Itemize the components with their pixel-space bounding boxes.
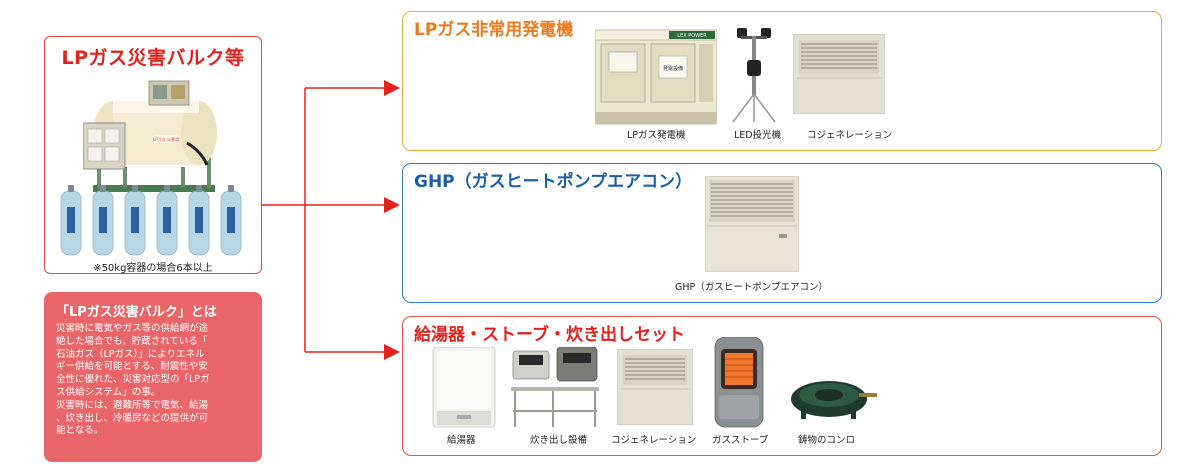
info-box: 「LPガス災害バルク」とは 災害時に電気やガス等の供給網が途 絶した場合でも、貯…: [44, 292, 262, 462]
info-title: 「LPガス災害バルク」とは: [56, 305, 217, 320]
cooking-equipment-image: [511, 347, 599, 427]
item-label-cogeneration-2: コジェネレーション: [611, 435, 697, 446]
water-heater-image: [432, 347, 496, 428]
info-line: 災害時には、避難所等で電気、給湯: [56, 399, 209, 411]
gas-cylinders-image: [60, 185, 242, 256]
lp-generator-image: 発電設備 LEX POWER: [595, 29, 717, 125]
arrow-to-panel-1: [384, 80, 400, 96]
disaster-bulk-box: LPガス災害バルク等 LPガス 災害用: [44, 36, 262, 274]
ghp-unit-image: [705, 176, 799, 272]
info-line: 絶した場合でも、貯蔵されている「: [56, 335, 208, 347]
panel-emergency-generator: LPガス非常用発電機 発電設備 LEX POWER LPガス発電機 LED投光機: [402, 11, 1162, 151]
panel-heating-cooking: 給湯器・ストーブ・炊き出しセット 給湯器 炊き出し設備: [402, 316, 1162, 456]
cylinder-caption: ※50kg容器の場合6本以上: [93, 263, 213, 274]
panel-3-title: 給湯器・ストーブ・炊き出しセット: [414, 325, 685, 345]
info-line: 石油ガス（LPガス）」によりエネル: [56, 348, 205, 360]
cogeneration-image-1: [793, 34, 885, 114]
info-line: ギー供給を可能とする、耐震性や安: [56, 361, 208, 373]
disaster-bulk-title: LPガス災害バルク等: [61, 47, 245, 69]
info-line: 、炊き出し、冷暖房などの提供が可: [56, 412, 209, 424]
led-floodlight-image: [732, 28, 776, 123]
bulk-tank-image: LPガス 災害用: [83, 80, 217, 192]
info-body: 災害時に電気やガス等の供給網が途 絶した場合でも、貯蔵されている「 石油ガス（L…: [56, 323, 250, 438]
generator-sign-text: 発電設備: [663, 65, 683, 72]
panel-1-title: LPガス非常用発電機: [414, 20, 574, 40]
item-label-ghp: GHP（ガスヒートポンプエアコン）: [675, 282, 828, 293]
cast-iron-stove-image: [791, 381, 877, 419]
info-line: ス供給システム」の事。: [56, 386, 161, 398]
arrow-to-panel-3: [384, 344, 400, 360]
info-line: 能となる。: [56, 425, 104, 437]
gas-stove-image: [714, 337, 764, 428]
item-label-cooking-equipment: 炊き出し設備: [530, 435, 588, 446]
item-label-water-heater: 給湯器: [447, 435, 476, 446]
item-label-gas-stove: ガスストーブ: [712, 435, 769, 446]
tank-plate-text: LPガス 災害用: [153, 136, 179, 142]
item-label-cogeneration-1: コジェネレーション: [807, 130, 893, 141]
generator-brand-text: LEX POWER: [677, 33, 707, 39]
cogeneration-image-2: [617, 349, 693, 425]
arrow-to-panel-2: [384, 197, 400, 213]
panel-2-title: GHP（ガスヒートポンプエアコン）: [414, 172, 693, 192]
item-label-led-floodlight: LED投光機: [734, 130, 782, 141]
info-line: 全性に優れた、災害対応型の「LPガ: [56, 374, 210, 386]
item-label-cast-iron-stove: 鋳物のコンロ: [798, 435, 856, 446]
panel-ghp: GHP（ガスヒートポンプエアコン） GHP（ガスヒートポンプエアコン）: [402, 163, 1162, 303]
info-line: 災害時に電気やガス等の供給網が途: [56, 323, 209, 334]
item-label-lp-generator: LPガス発電機: [627, 130, 686, 141]
